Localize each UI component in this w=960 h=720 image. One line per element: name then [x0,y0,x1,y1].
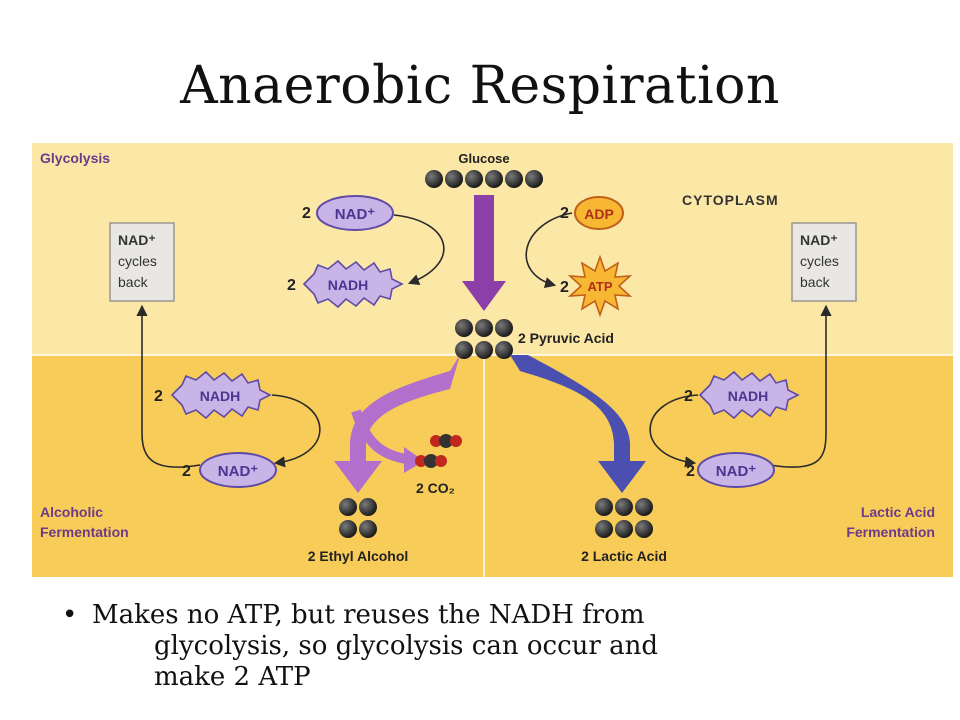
nad-cycles-right-line1: NAD⁺ [800,232,838,248]
nad-cycles-back-box-left: NAD⁺ cycles back [109,222,175,302]
ferm-right-nad-oval [697,452,775,488]
adp-oval [574,196,624,230]
glycolysis-arrow [462,195,506,311]
ferm-left-nadh-coefficient: 2 [154,388,163,405]
ferm-left-nadh-to-nad-arrow [271,394,321,468]
ferm-left-nadh-burst [170,370,272,420]
co2-molecule-icon [415,434,462,468]
nad-coefficient: 2 [302,205,311,222]
nad-cycles-left-line3: back [118,274,149,290]
cytoplasm-label: CYTOPLASM [682,192,779,208]
pyruvic-acid-molecule-icon [455,319,513,359]
bullet-line-1: Makes no ATP, but reuses the NADH from [92,600,645,630]
atp-burst [567,254,633,318]
ferm-left-nad-oval [199,452,277,488]
bullet-line-2: glycolysis, so glycolysis can occur and [154,631,658,661]
nad-cycles-left-line1: NAD⁺ [118,232,156,248]
ferm-left-nadh-label: NADH [200,388,240,404]
glucose-molecule-icon [425,170,543,188]
ferm-right-nadh-to-nad-arrow [649,394,699,468]
bullet-dot-icon: • [62,600,78,630]
ferm-left-nad-coefficient: 2 [182,463,191,480]
lactic-acid-molecule-icon [595,498,653,538]
nad-cycles-right-line2: cycles [800,253,839,269]
co2-arrowhead [404,447,424,473]
ethyl-alcohol-label: 2 Ethyl Alcohol [308,548,409,564]
nadh-burst [302,259,404,309]
nad-cycles-back-box-right: NAD⁺ cycles back [791,222,857,302]
nad-plus-oval [316,195,394,231]
glycolysis-label: Glycolysis [40,150,110,166]
ferm-left-nad-label: NAD⁺ [218,463,258,480]
alcoholic-fermentation-label-1: Alcoholic [40,504,103,520]
lactic-acid-label: 2 Lactic Acid [581,548,667,564]
nadh-coefficient: 2 [287,277,296,294]
ferm-right-nad-coefficient: 2 [686,463,695,480]
nad-cycles-right-line3: back [800,274,831,290]
ethyl-alcohol-molecule-icon [339,498,377,538]
adp-label: ADP [584,206,614,222]
atp-coefficient: 2 [560,279,569,296]
nad-to-nadh-arrow [393,214,445,286]
nad-plus-label: NAD⁺ [335,206,375,223]
nadh-label: NADH [328,277,368,293]
atp-label: ATP [587,279,612,294]
ferm-right-nad-label: NAD⁺ [716,463,756,480]
left-cycle-back-arrow [136,304,201,468]
alcoholic-fermentation-label-2: Fermentation [40,524,129,540]
adp-coefficient: 2 [560,205,569,222]
nad-cycles-left-line2: cycles [118,253,157,269]
co2-label: 2 CO₂ [416,480,455,496]
co2-branch-arrow [351,409,407,464]
lactic-fermentation-label-1: Lactic Acid [861,504,935,520]
fermentation-diagram: Glycolysis CYTOPLASM Alcoholic Fermentat… [32,143,953,577]
ferm-right-nadh-burst [698,370,800,420]
ferm-right-nadh-label: NADH [728,388,768,404]
lactic-fermentation-label-2: Fermentation [846,524,935,540]
glucose-label: Glucose [458,151,509,166]
lactic-fermentation-arrow [510,355,646,493]
alcoholic-fermentation-arrow [334,355,460,493]
right-cycle-back-arrow [769,304,832,468]
bullet-line-3: make 2 ATP [154,662,311,692]
pyruvic-acid-label: 2 Pyruvic Acid [518,330,614,346]
slide-title: Anaerobic Respiration [180,56,780,116]
bullet-point: • Makes no ATP, but reuses the NADH from… [62,600,922,693]
adp-to-atp-arrow [525,212,573,289]
bullet-text: Makes no ATP, but reuses the NADH from g… [62,600,922,693]
